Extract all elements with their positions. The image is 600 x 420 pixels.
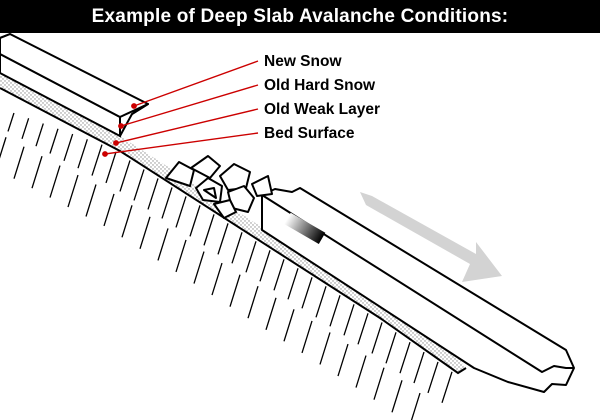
label-bed-surface: Bed Surface: [264, 125, 355, 142]
label-old-weak-layer: Old Weak Layer: [264, 101, 380, 118]
label-old-hard-snow: Old Hard Snow: [264, 77, 376, 94]
label-new-snow: New Snow: [264, 53, 342, 70]
